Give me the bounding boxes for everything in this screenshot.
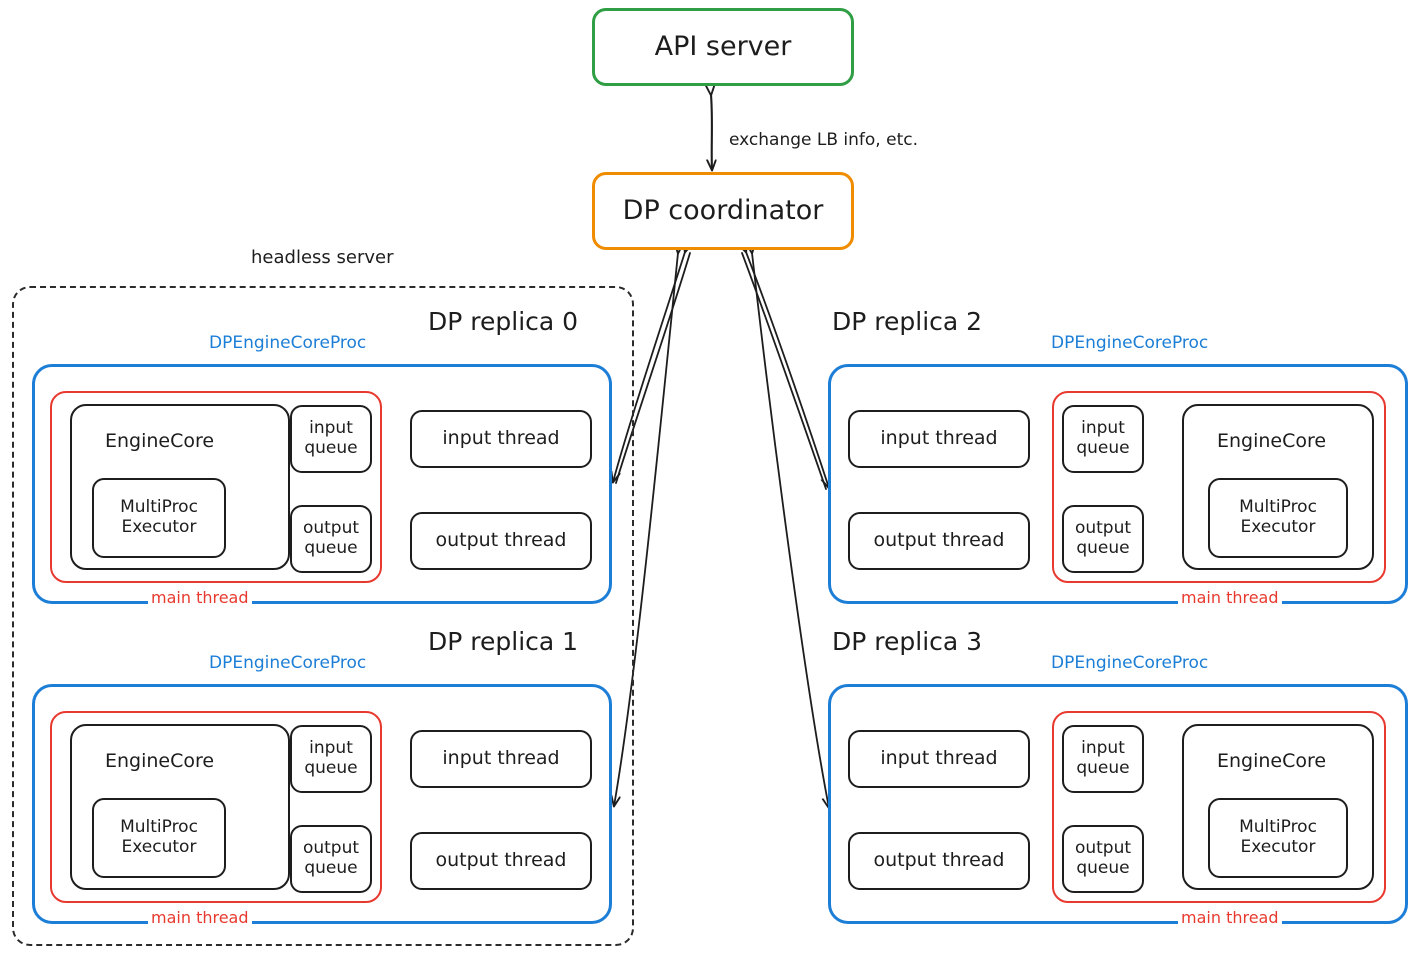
replica-0-input-thread-box[interactable]: input thread: [410, 410, 592, 468]
replica-0-engine-core-label: EngineCore: [105, 430, 215, 452]
replica-3-output-queue-line1: output: [1074, 838, 1132, 859]
replica-2-input-queue-box[interactable]: input queue: [1062, 405, 1144, 473]
exchange-info-edge-label: exchange LB info, etc.: [729, 130, 918, 150]
replica-3-title: DP replica 3: [832, 627, 983, 656]
replica-3-engine-core-label: EngineCore: [1217, 750, 1327, 772]
replica-1-input-thread-label: input thread: [442, 747, 560, 770]
replica-0-output-thread-box[interactable]: output thread: [410, 512, 592, 570]
replica-3-executor-line1: MultiProc: [1239, 817, 1317, 838]
replica-3-input-queue-line2: queue: [1076, 758, 1130, 778]
headless-server-label: headless server: [251, 247, 394, 268]
arrow-coordinator-replica-2: [742, 252, 829, 490]
replica-0-input-queue-box[interactable]: input queue: [290, 405, 372, 473]
replica-1-output-queue-box[interactable]: output queue: [290, 825, 372, 893]
replica-3-input-thread-box[interactable]: input thread: [848, 730, 1030, 788]
arrow-api-coordinator: [711, 95, 712, 170]
replica-3-input-queue-line1: input: [1081, 738, 1125, 759]
arrow-coordinator-replica-3: [752, 253, 829, 808]
replica-0-main-thread-label: main thread: [148, 588, 252, 607]
api-server-label: API server: [654, 31, 792, 63]
replica-2-output-thread-label: output thread: [873, 529, 1005, 552]
replica-1-title: DP replica 1: [428, 627, 579, 656]
replica-1-input-thread-box[interactable]: input thread: [410, 730, 592, 788]
replica-1-output-thread-label: output thread: [435, 849, 567, 872]
replica-2-multiproc-executor-box[interactable]: MultiProc Executor: [1208, 478, 1348, 558]
replica-0-output-thread-label: output thread: [435, 529, 567, 552]
dp-coordinator-label: DP coordinator: [622, 195, 824, 227]
replica-1-input-queue-line1: input: [309, 738, 353, 759]
replica-2-output-queue-line2: queue: [1076, 538, 1130, 558]
api-server-box[interactable]: API server: [592, 8, 854, 86]
replica-2-executor-line1: MultiProc: [1239, 497, 1317, 518]
replica-2-title: DP replica 2: [832, 307, 983, 336]
replica-1-input-queue-box[interactable]: input queue: [290, 725, 372, 793]
replica-2-output-thread-box[interactable]: output thread: [848, 512, 1030, 570]
replica-3-main-thread-panel: [1052, 711, 1386, 903]
replica-1-input-queue-line2: queue: [304, 758, 358, 778]
replica-0-input-queue-line1: input: [309, 418, 353, 439]
replica-2-input-queue-line2: queue: [1076, 438, 1130, 458]
replica-2-input-thread-box[interactable]: input thread: [848, 410, 1030, 468]
replica-2-executor-line2: Executor: [1240, 517, 1316, 537]
replica-1-executor-line2: Executor: [121, 837, 197, 857]
replica-0-output-queue-line1: output: [302, 518, 360, 539]
replica-1-main-thread-label: main thread: [148, 908, 252, 927]
replica-2-engine-core-label: EngineCore: [1217, 430, 1327, 452]
replica-3-input-thread-label: input thread: [880, 747, 998, 770]
replica-1-multiproc-executor-box[interactable]: MultiProc Executor: [92, 798, 226, 878]
replica-2-output-queue-box[interactable]: output queue: [1062, 505, 1144, 573]
replica-0-output-queue-line2: queue: [304, 538, 358, 558]
replica-2-proc-label: DPEngineCoreProc: [1051, 333, 1209, 353]
replica-2-input-queue-line1: input: [1081, 418, 1125, 439]
replica-2-main-thread-panel: [1052, 391, 1386, 583]
replica-3-output-thread-box[interactable]: output thread: [848, 832, 1030, 890]
replica-0-main-thread-panel: [50, 391, 382, 583]
headless-server-boundary: [12, 286, 634, 946]
replica-3-input-queue-box[interactable]: input queue: [1062, 725, 1144, 793]
replica-0-input-thread-label: input thread: [442, 427, 560, 450]
replica-2-output-queue-line1: output: [1074, 518, 1132, 539]
replica-0-executor-line1: MultiProc: [120, 497, 198, 518]
replica-2-main-thread-label: main thread: [1178, 588, 1282, 607]
replica-1-engine-core-label: EngineCore: [105, 750, 215, 772]
replica-3-main-thread-label: main thread: [1178, 908, 1282, 927]
dp-coordinator-box[interactable]: DP coordinator: [592, 172, 854, 250]
replica-3-executor-line2: Executor: [1240, 837, 1316, 857]
replica-3-output-queue-line2: queue: [1076, 858, 1130, 878]
replica-3-output-queue-box[interactable]: output queue: [1062, 825, 1144, 893]
replica-3-proc-label: DPEngineCoreProc: [1051, 653, 1209, 673]
replica-0-input-queue-line2: queue: [304, 438, 358, 458]
replica-3-output-thread-label: output thread: [873, 849, 1005, 872]
replica-3-multiproc-executor-box[interactable]: MultiProc Executor: [1208, 798, 1348, 878]
replica-0-executor-line2: Executor: [121, 517, 197, 537]
replica-0-output-queue-box[interactable]: output queue: [290, 505, 372, 573]
replica-0-title: DP replica 0: [428, 307, 579, 336]
replica-1-output-queue-line1: output: [302, 838, 360, 859]
replica-2-input-thread-label: input thread: [880, 427, 998, 450]
replica-0-proc-label: DPEngineCoreProc: [209, 333, 367, 353]
replica-1-output-queue-line2: queue: [304, 858, 358, 878]
replica-1-main-thread-panel: [50, 711, 382, 903]
replica-1-output-thread-box[interactable]: output thread: [410, 832, 592, 890]
replica-0-multiproc-executor-box[interactable]: MultiProc Executor: [92, 478, 226, 558]
replica-1-executor-line1: MultiProc: [120, 817, 198, 838]
replica-1-proc-label: DPEngineCoreProc: [209, 653, 367, 673]
